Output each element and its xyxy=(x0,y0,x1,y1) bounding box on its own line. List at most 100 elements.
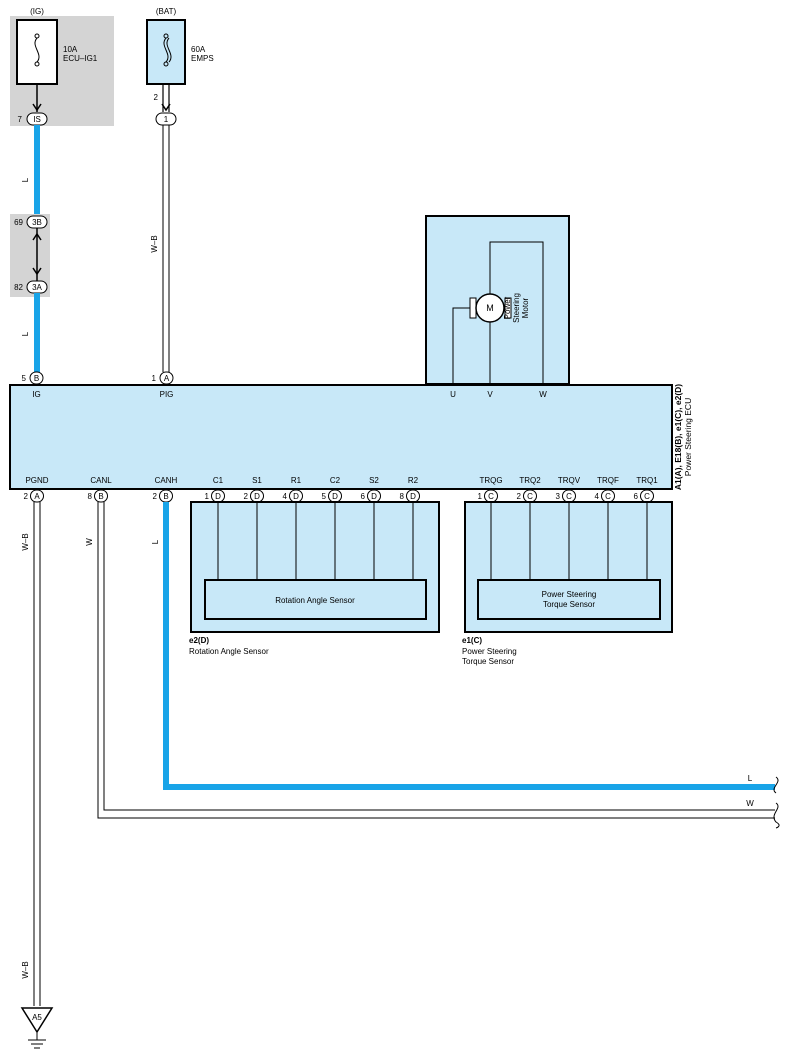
ecu-pin-label: R2 xyxy=(408,476,419,485)
ecu-pin-conn: D xyxy=(215,492,221,501)
torque-sensor-inner-line-2: Torque Sensor xyxy=(543,600,595,609)
ig-wire-color-lower: L xyxy=(21,331,30,336)
ecu-pin-pig-num: 1 xyxy=(152,374,157,383)
ecu-pin-conn: A xyxy=(34,492,40,501)
pgnd-wire xyxy=(33,502,41,1006)
torque-sensor-inner-line-1: Power Steering xyxy=(542,590,597,599)
ecu-bottom-pins: PGNDA2CANLB8CANHB2C1D1S1D2R1D4C2D5S2D6R2… xyxy=(24,476,658,503)
ecu-pin-num: 3 xyxy=(556,492,561,501)
bat-wire xyxy=(162,125,170,372)
ecu-pin-label: TRQV xyxy=(558,476,581,485)
motor-symbol: M xyxy=(486,303,494,313)
bat-fuse-box xyxy=(146,19,186,85)
j3b-num: 69 xyxy=(14,218,23,227)
torque-sensor-caption-2: Torque Sensor xyxy=(462,657,514,666)
ecu-title: Power Steering ECU xyxy=(683,398,693,476)
ecu-title-block: A1(A), E18(B), e1(C), e2(D) Power Steeri… xyxy=(673,384,693,490)
j3b-arrow-icon xyxy=(32,232,42,241)
ecu-pin-pig xyxy=(159,371,174,385)
ecu-pin-conn: B xyxy=(98,492,103,501)
ecu-pin-label: TRQ2 xyxy=(519,476,541,485)
ecu-pin-num: 4 xyxy=(595,492,600,501)
ecu-pin-label: R1 xyxy=(291,476,302,485)
ecu-pin-pig-label: PIG xyxy=(160,390,174,399)
canh-wire xyxy=(163,502,775,790)
motor-label-line-3: Motor xyxy=(521,297,530,318)
ecu-pin-conn: B xyxy=(163,492,168,501)
ig-source-label: (IG) xyxy=(30,7,44,16)
ground-icon xyxy=(20,1007,54,1049)
ig-fuse-amp: 10A xyxy=(63,45,78,54)
bat-connector-code: 1 xyxy=(164,115,169,124)
motor-internal-wires xyxy=(452,241,544,385)
sensor-internal-wires xyxy=(217,502,648,580)
ecu-pin-num: 6 xyxy=(361,492,366,501)
rotation-sensor-inner xyxy=(204,579,427,620)
ecu-box xyxy=(9,384,673,490)
ecu-pin-num: 2 xyxy=(517,492,522,501)
ecu-pin-conn: C xyxy=(527,492,533,501)
ecu-pin-conn: C xyxy=(605,492,611,501)
pgnd-wire-color-lower: W–B xyxy=(21,961,30,978)
ecu-pin-label: TRQF xyxy=(597,476,619,485)
motor-label: Power Steering Motor xyxy=(503,293,530,323)
ecu-pin-conn: C xyxy=(488,492,494,501)
j3a-arrow-icon xyxy=(32,267,42,276)
rotation-sensor-caption: Rotation Angle Sensor xyxy=(189,647,269,656)
torque-sensor-caption-1: Power Steering xyxy=(462,647,517,656)
wire-break-icon xyxy=(773,776,780,829)
ecu-pin-num: 2 xyxy=(153,492,158,501)
ecu-pin-ig-conn: B xyxy=(34,374,39,383)
ecu-pin-label: C2 xyxy=(330,476,341,485)
motor-label-line-2: Steering xyxy=(512,293,521,323)
ecu-codes: A1(A), E18(B), e1(C), e2(D) xyxy=(673,384,683,490)
bat-source-label: (BAT) xyxy=(156,7,177,16)
bat-fuse-icon xyxy=(163,33,172,67)
is-connector-num: 7 xyxy=(18,115,23,124)
ecu-pin-num: 5 xyxy=(322,492,327,501)
motor-icon xyxy=(469,293,512,323)
motor-pin-u: U xyxy=(450,390,456,399)
motor-pin-v: V xyxy=(487,390,493,399)
motor-label-line-1: Power xyxy=(503,296,512,319)
torque-sensor-code: e1(C) xyxy=(462,636,482,645)
ecu-pin-connector xyxy=(94,489,108,503)
ecu-pin-conn: D xyxy=(410,492,416,501)
ig-arrow-icon xyxy=(32,103,42,112)
canh-wire-color: L xyxy=(151,539,160,544)
bus-l-color: L xyxy=(748,774,753,783)
bat-wire-color: W–B xyxy=(150,235,159,252)
ig-wire-color-upper: L xyxy=(21,177,30,182)
is-connector-code: IS xyxy=(33,115,41,124)
ig-fuse-name: ECU–IG1 xyxy=(63,54,98,63)
bat-fuse-amp: 60A xyxy=(191,45,206,54)
bat-arrow-icon xyxy=(161,103,171,112)
ecu-pin-conn: C xyxy=(644,492,650,501)
rotation-sensor-inner-label: Rotation Angle Sensor xyxy=(275,596,355,605)
ig-fuse-box xyxy=(16,19,58,85)
ig-fuse-icon xyxy=(34,33,40,67)
ecu-pin-num: 6 xyxy=(634,492,639,501)
ecu-pin-label: CANH xyxy=(155,476,178,485)
ecu-pin-ig-num: 5 xyxy=(22,374,27,383)
j3a-code: 3A xyxy=(32,283,42,292)
ecu-pin-conn: C xyxy=(566,492,572,501)
ecu-pin-label: S2 xyxy=(369,476,379,485)
motor-pin-w: W xyxy=(539,390,547,399)
ecu-pin-num: 2 xyxy=(24,492,29,501)
pgnd-wire-color: W–B xyxy=(21,533,30,550)
canl-wire-color: W xyxy=(85,538,94,546)
ecu-pin-num: 8 xyxy=(88,492,93,501)
ecu-pin-label: S1 xyxy=(252,476,262,485)
ecu-pin-num: 1 xyxy=(205,492,210,501)
bat-pin-top: 2 xyxy=(154,93,159,102)
bus-w-color: W xyxy=(746,799,754,808)
ecu-pin-num: 1 xyxy=(478,492,483,501)
canl-wire xyxy=(97,502,775,819)
ecu-pin-conn: D xyxy=(332,492,338,501)
ecu-pin-conn: D xyxy=(371,492,377,501)
j3a-num: 82 xyxy=(14,283,23,292)
ecu-pin-conn: D xyxy=(254,492,260,501)
ecu-pin-label: PGND xyxy=(25,476,48,485)
